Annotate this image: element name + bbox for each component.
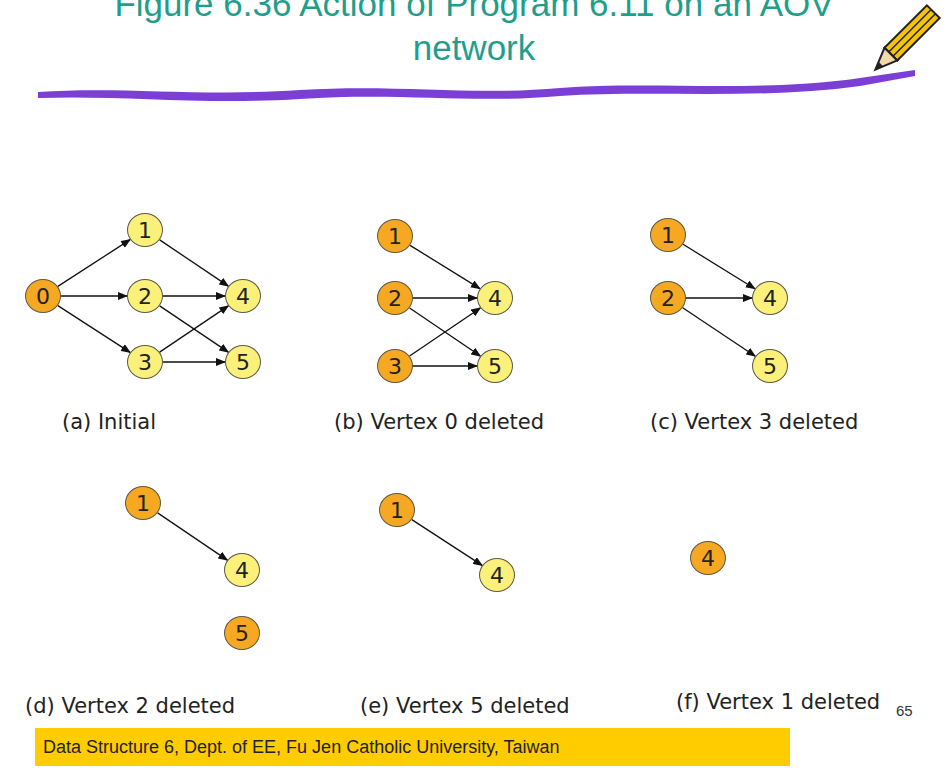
precedence-arrow [160,240,229,286]
slide-title: Figure 6.36 Action of Program 6.11 on an… [104,0,844,70]
vertex-number: 4 [763,286,777,311]
vertex-number: 3 [138,350,152,375]
vertex-circle: 0 [25,279,61,313]
precedence-arrow [410,308,481,356]
vertex-circle: 4 [752,281,788,315]
precedence-arrow [61,295,127,296]
precedence-arrow [412,520,482,566]
vertex-number: 2 [388,286,402,311]
vertex-circle: 5 [224,616,260,650]
vertex-circle: 1 [377,219,413,253]
vertex-circle: 2 [127,279,163,313]
vertex-number: 4 [488,286,502,311]
title-underline [38,70,915,101]
vertex-number: 2 [138,284,152,309]
precedence-arrow [163,361,225,362]
precedence-arrow [686,297,752,298]
vertex-number: 4 [701,546,715,571]
vertex-number: 1 [388,224,402,249]
vertex-circle: 1 [650,218,686,252]
precedence-arrow [410,308,481,356]
precedence-arrow [163,295,225,296]
vertex-number: 0 [36,284,50,309]
precedence-arrow [413,365,477,366]
vertex-circle: 5 [477,349,513,383]
precedence-arrow [58,306,130,353]
vertex-number: 5 [763,354,777,379]
vertex-circle: 4 [479,558,515,592]
precedence-arrow [683,244,755,288]
footer-text: Data Structure 6, Dept. of EE, Fu Jen Ca… [35,728,790,766]
vertex-number: 5 [488,354,502,379]
vertex-circle: 2 [377,281,413,315]
subfigure-caption: (b) Vertex 0 deleted [334,410,544,434]
subfigure-caption: (d) Vertex 2 deleted [25,694,235,718]
subfigure-caption: (f) Vertex 1 deleted [676,690,880,714]
vertex-circle: 4 [224,553,260,587]
precedence-arrow [683,308,756,356]
vertex-circle: 4 [477,281,513,315]
precedence-arrow [410,245,480,288]
vertex-number: 4 [235,558,249,583]
vertex-circle: 2 [650,281,686,315]
vertex-number: 2 [661,286,675,311]
vertex-circle: 1 [127,213,163,247]
subfigure-caption: (a) Initial [62,410,156,434]
vertex-circle: 3 [377,349,413,383]
vertex-number: 1 [661,223,675,248]
precedence-arrow [160,306,229,352]
vertex-circle: 1 [379,493,415,527]
vertex-number: 4 [490,563,504,588]
subfigure-caption: (c) Vertex 3 deleted [650,410,858,434]
precedence-arrow [413,297,477,298]
vertex-number: 1 [390,498,404,523]
vertex-circle: 5 [225,345,261,379]
vertex-number: 4 [236,284,250,309]
vertex-circle: 1 [125,486,161,520]
pencil-icon [869,5,940,76]
vertex-circle: 3 [127,345,163,379]
precedence-arrow [158,513,228,560]
page-number: 65 [896,702,913,719]
vertex-circle: 4 [690,541,726,575]
vertex-number: 1 [138,218,152,243]
vertex-number: 1 [136,491,150,516]
subfigure-caption: (e) Vertex 5 deleted [360,694,570,718]
precedence-arrow [58,240,130,287]
vertex-number: 5 [235,621,249,646]
vertex-number: 5 [236,350,250,375]
vertex-circle: 4 [225,279,261,313]
precedence-arrow [160,306,229,352]
vertex-circle: 5 [752,349,788,383]
vertex-number: 3 [388,354,402,379]
